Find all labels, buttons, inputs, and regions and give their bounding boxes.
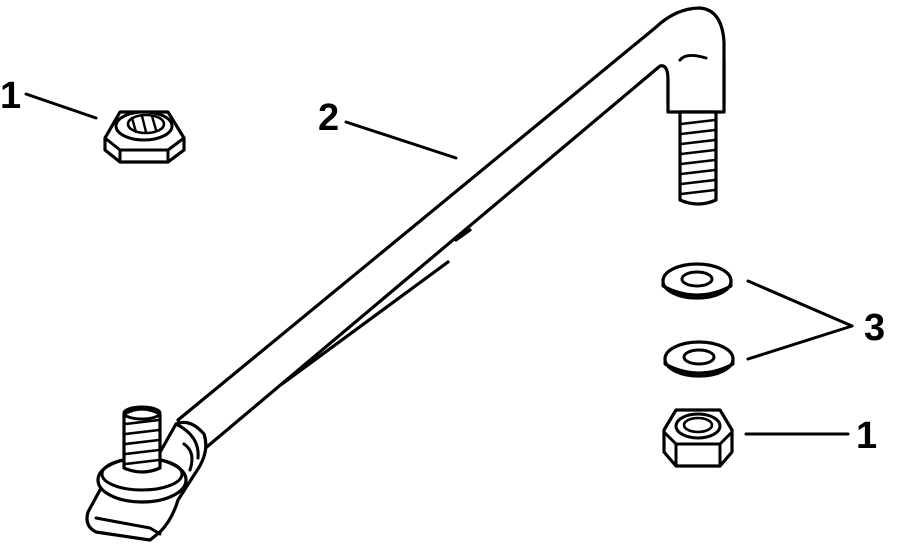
washer-top <box>661 262 733 300</box>
callout-3-washers: 3 <box>864 307 885 349</box>
rod-ball-joint-end <box>85 405 208 542</box>
callout-1-right: 1 <box>856 415 877 457</box>
link-rod <box>85 6 726 542</box>
rod-threaded-stud <box>678 110 718 206</box>
callout-2-link-rod: 2 <box>318 97 339 139</box>
callout-1-top-left: 1 <box>0 75 21 117</box>
leader-lines <box>24 92 854 436</box>
washer-bottom <box>663 340 735 378</box>
hex-nut-right <box>662 408 734 468</box>
hex-nut-top-left <box>103 110 186 164</box>
